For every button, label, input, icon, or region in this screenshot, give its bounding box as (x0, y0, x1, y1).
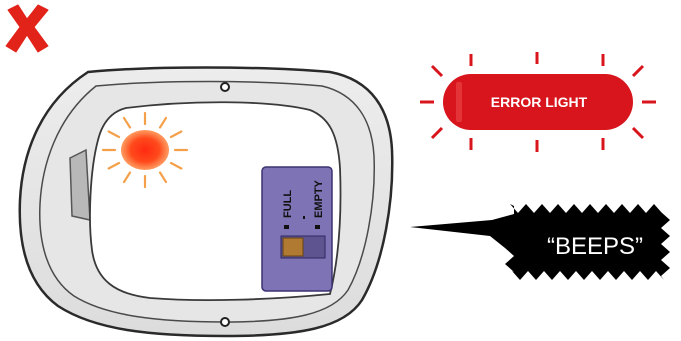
fill-gauge: FULL EMPTY (261, 166, 333, 292)
error-light-pill (443, 74, 633, 130)
blink-ray (169, 130, 183, 139)
blink-ray (169, 161, 183, 170)
gauge-panel (261, 166, 333, 292)
error-light-highlight (456, 82, 462, 122)
gauge-full-mark (284, 225, 289, 229)
device-side-tab (69, 148, 91, 221)
blink-ray (122, 171, 132, 184)
gauge-empty-mark (315, 225, 320, 229)
bottom-screw-hole (220, 317, 230, 327)
gauge-full-label: FULL (282, 190, 294, 218)
blink-ray (122, 116, 132, 129)
gauge-slider[interactable] (282, 237, 304, 257)
top-screw-hole (220, 82, 230, 92)
blink-ray (107, 161, 121, 170)
beeps-label: “BEEPS” (547, 233, 643, 260)
error-light-ray (631, 64, 645, 78)
error-light-ray (430, 64, 444, 78)
error-light-ray (430, 126, 444, 140)
device-blink-light (101, 111, 189, 189)
beeps-callout: “BEEPS” (410, 204, 670, 280)
beeps-starburst (410, 204, 670, 280)
error-light-ray (631, 126, 645, 140)
gauge-tick (303, 216, 305, 219)
error-light-label: ERROR LIGHT (491, 94, 588, 110)
gauge-empty-label: EMPTY (313, 179, 325, 218)
x-mark-icon (5, 4, 49, 53)
blink-ray (107, 130, 121, 139)
blink-ray (158, 116, 168, 129)
error-light: ERROR LIGHT (420, 52, 656, 152)
device: FULL EMPTY (18, 66, 394, 338)
blink-ray (158, 171, 168, 184)
